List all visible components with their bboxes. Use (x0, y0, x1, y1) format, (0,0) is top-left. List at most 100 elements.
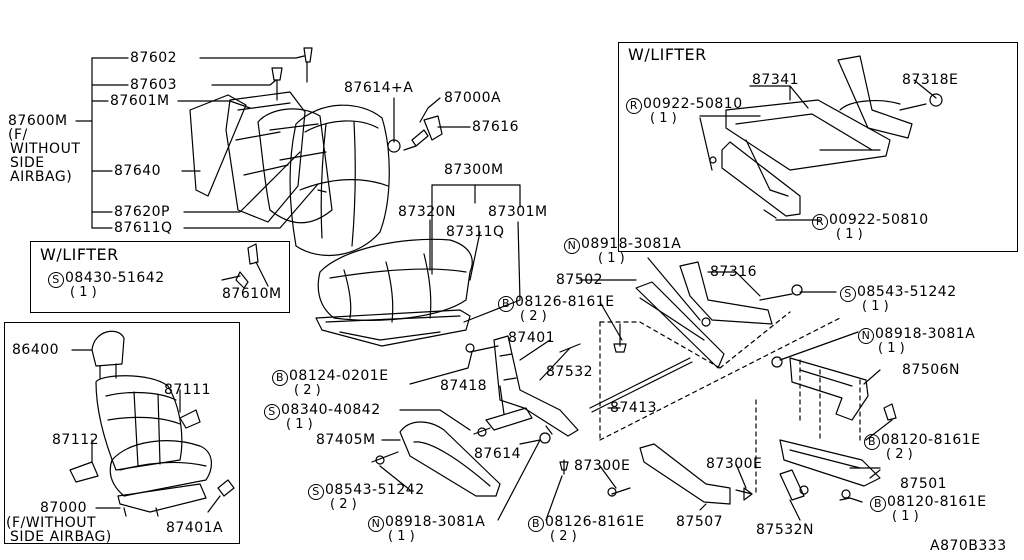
part-label-87418: 87418 (440, 378, 488, 394)
lifter-box-left (30, 241, 290, 313)
part-label-87320n: 87320N (398, 204, 457, 220)
part-label-87507: 87507 (676, 514, 724, 530)
seat-back-exploded (189, 47, 443, 257)
part-label-87300e-left: 87300E (574, 458, 631, 474)
part-label-87640: 87640 (114, 163, 162, 179)
fastener-qty: ( 2 ) (886, 447, 913, 462)
group-note-line-1: (F/ (8, 127, 28, 143)
fastener-number: 00922-50810 (829, 212, 929, 228)
fastener-number: 08120-8161E (881, 432, 981, 448)
part-label-87301m: 87301M (488, 204, 548, 220)
part-label-87318e: 87318E (902, 72, 959, 88)
fastener-number: 08126-8161E (515, 294, 615, 310)
fastener-qty: ( 1 ) (388, 529, 415, 544)
part-label-87616: 87616 (472, 119, 520, 135)
lifter-box-right (618, 42, 1018, 252)
group-note-line-3: SIDE (10, 155, 45, 171)
part-label-87532n: 87532N (756, 522, 815, 538)
fastener-number: 08430-51642 (65, 270, 165, 286)
part-label-87000: 87000 (40, 500, 88, 516)
group-bracket (75, 57, 129, 229)
fastener-qty: ( 2 ) (330, 497, 357, 512)
fastener-type-s-icon: S (308, 484, 324, 500)
fastener-number: 08340-40842 (281, 402, 381, 418)
part-label-87620p: 87620P (114, 204, 170, 220)
fastener-number: 08124-0201E (289, 368, 389, 384)
fastener-type-b-icon: B (528, 516, 544, 532)
part-label-87111: 87111 (164, 382, 212, 398)
part-label-87614a: 87614+A (344, 80, 414, 96)
fastener-number: 08120-8161E (887, 494, 987, 510)
complete-seat (69, 330, 235, 517)
fastener-number: 08918-3081A (385, 514, 486, 530)
lifter-box-right-title: W/LIFTER (628, 45, 707, 64)
fastener-qty: ( 1 ) (650, 111, 677, 126)
fastener-qty: ( 2 ) (550, 529, 577, 544)
fastener-number: 08543-51242 (857, 284, 957, 300)
fastener-type-s-icon: S (840, 286, 856, 302)
part-label-87316: 87316 (710, 264, 758, 280)
part-label-87610m: 87610M (222, 286, 282, 302)
group-note-line-2: WITHOUT (10, 141, 81, 157)
part-label-87502: 87502 (556, 272, 604, 288)
fastener-number: 00922-50810 (643, 96, 743, 112)
part-label-87000a: 87000A (444, 90, 502, 106)
group-note-line-4: AIRBAG) (10, 169, 73, 185)
fastener-type-n-icon: N (368, 516, 384, 532)
fastener-qty: ( 1 ) (892, 509, 919, 524)
part-label-87341: 87341 (752, 72, 800, 88)
fastener-qty: ( 1 ) (286, 417, 313, 432)
part-label-87532: 87532 (546, 364, 594, 380)
part-label-86400: 86400 (12, 342, 60, 358)
part-label-87611q: 87611Q (114, 220, 173, 236)
part-label-87300e-right: 87300E (706, 456, 763, 472)
fastener-qty: ( 1 ) (862, 299, 889, 314)
fastener-number: 08918-3081A (875, 326, 976, 342)
part-label-87401: 87401 (508, 330, 556, 346)
fastener-qty: ( 2 ) (520, 309, 547, 324)
fastener-number: 08126-8161E (545, 514, 645, 530)
fastener-type-n-icon: N (564, 238, 580, 254)
part-label-87300m: 87300M (444, 162, 504, 178)
fastener-type-b-icon: B (272, 370, 288, 386)
fastener-type-n-icon: N (858, 328, 874, 344)
part-label-87401a: 87401A (166, 520, 224, 536)
fastener-qty: ( 1 ) (598, 251, 625, 266)
seat-assembly-box (4, 322, 240, 544)
left-lifter-parts (221, 243, 269, 289)
right-lifter-parts (699, 55, 943, 221)
fastener-type-b-icon: B (498, 296, 514, 312)
fastener-type-s-icon: S (264, 404, 280, 420)
part-label-87311q: 87311Q (446, 224, 505, 240)
fastener-qty: ( 1 ) (878, 341, 905, 356)
leaders-lower (379, 79, 937, 521)
leaders-upper-left (177, 55, 521, 323)
fastener-qty: ( 1 ) (836, 227, 863, 242)
fastener-number: 08543-51242 (325, 482, 425, 498)
part-note-87000-line-2: SIDE AIRBAG) (10, 529, 112, 545)
lifter-box-left-title: W/LIFTER (40, 245, 119, 264)
part-label-87112: 87112 (52, 432, 100, 448)
part-label-87501: 87501 (900, 476, 948, 492)
fastener-type-s-icon: S (48, 272, 64, 288)
part-label-87602: 87602 (130, 50, 178, 66)
part-label-87603: 87603 (130, 77, 178, 93)
fastener-qty: ( 2 ) (294, 383, 321, 398)
fastener-type-b-icon: B (870, 496, 886, 512)
part-label-87413: 87413 (610, 400, 658, 416)
fastener-type-r-icon: R (812, 214, 828, 230)
part-label-87405m: 87405M (316, 432, 376, 448)
part-label-87506n: 87506N (902, 362, 961, 378)
